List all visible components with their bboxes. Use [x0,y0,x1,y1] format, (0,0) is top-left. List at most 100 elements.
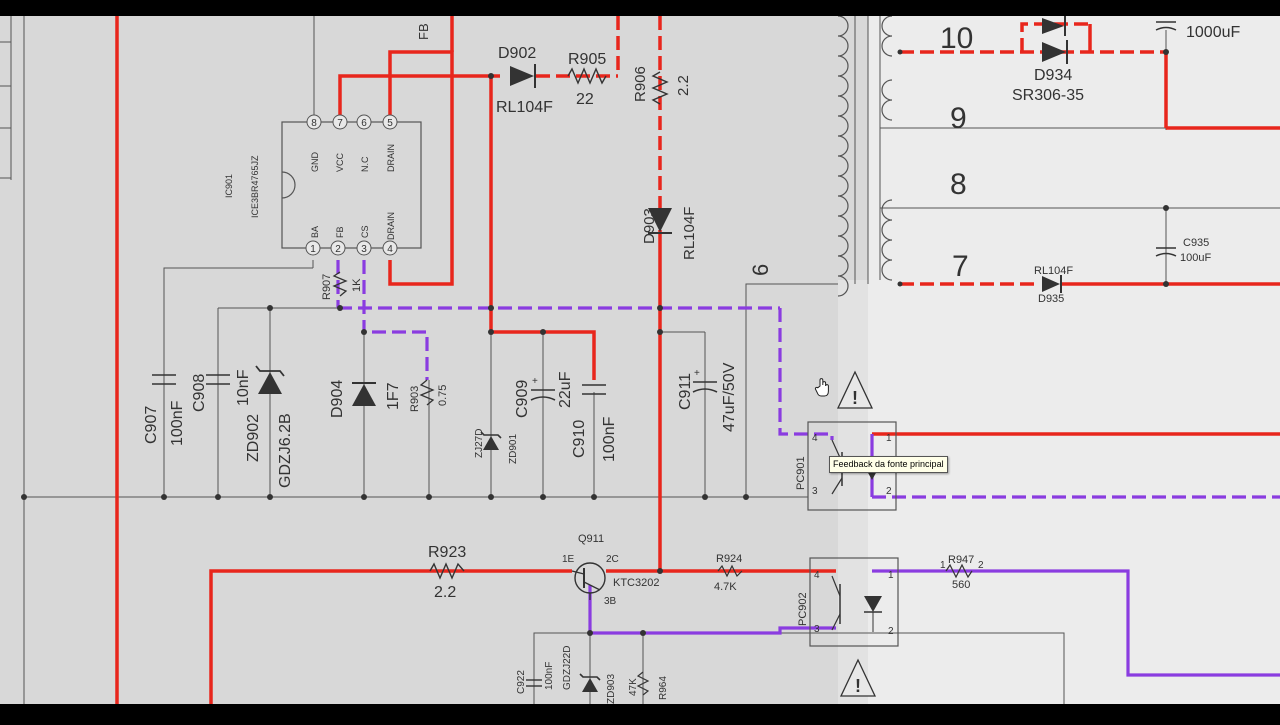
pc902-pin-3: 3 [814,624,820,635]
ic-ref: IC901 [224,174,234,198]
pc901-pin-1: 1 [886,433,892,444]
c922-ref: C922 [516,670,527,694]
c909-plus-sign: + [532,376,538,387]
power-traces-dashed [536,16,1166,286]
ic-pin-name-vcc: VCC [335,152,345,172]
r907-ref: R907 [321,274,333,300]
warning-icon: ! [839,658,877,697]
zener-zd902: ZD902 GDZJ6.2B [245,365,294,488]
warning-icon: ! [836,370,874,409]
resistor-r907: R907 1K [321,271,363,300]
ic-pin-name-drain-top: DRAIN [386,144,396,172]
ic-pin-name-fb: FB [335,226,345,238]
optocoupler-pc902: 4 3 1 2 PC902 [797,557,899,647]
r924-ref: R924 [716,553,742,565]
r947-ref: R947 [948,554,974,566]
q911-ref: Q911 [578,533,604,545]
ic-pin-8: 8 [311,118,317,129]
ic-pin-name-gnd: GND [310,152,320,173]
resistor-r923: R923 2.2 [428,544,466,601]
c910-value: 100nF [601,416,618,462]
pc902-pin-1: 1 [888,570,894,581]
c-top-value: 1000uF [1186,24,1240,41]
capacitor-c910: C910 100nF [571,384,618,462]
d935-ref: D935 [1038,293,1064,305]
d902-ref: D902 [498,45,536,62]
d934-value: SR306-35 [1012,87,1084,104]
c922-value: 100nF [544,662,555,690]
c911-value: 47uF/50V [721,362,738,432]
c907-value: 100nF [169,400,186,446]
resistor-r905: R905 22 [567,51,607,108]
resistor-r924: R924 4.7K [714,553,743,593]
r903-value: 0.75 [437,385,449,406]
diode-d903: D903 RL104F [641,207,698,260]
diode-d935: RL104F D935 [1034,265,1073,305]
resistor-r906: R906 2.2 [632,66,692,105]
ic-pin-name-cs: CS [360,225,370,238]
svg-text:!: ! [855,676,861,696]
r905-value: 22 [576,91,594,108]
q911-pin-e: 1E [562,554,575,565]
d903-value: RL104F [681,207,698,260]
r964-value: 47K [628,678,639,696]
c908-ref: C908 [191,374,208,412]
d902-value: RL104F [496,99,553,116]
r903-ref: R903 [409,386,421,412]
r905-ref: R905 [568,51,606,68]
capacitor-c911: + C911 47uF/50V [677,362,738,432]
c911-ref: C911 [677,373,694,410]
pc901-ref: PC901 [795,456,807,490]
zd901-ref: ZD901 [508,434,519,464]
pc901-pin-2: 2 [886,486,892,497]
pc902-ref: PC902 [797,592,809,626]
capacitor-c909: + C909 22uF [514,371,574,418]
c908-value: 10nF [235,369,252,406]
transformer-pin-6: 6 [748,264,773,276]
ic-pin-1: 1 [310,244,316,255]
q911-value: KTC3202 [613,577,659,589]
transistor-q911: Q911 1E 2C 3B KTC3202 [562,533,659,607]
r923-value: 2.2 [434,584,456,601]
r906-value: 2.2 [675,75,692,96]
tooltip: Feedback da fonte principal [829,456,948,473]
capacitor-c935: C935 100uF [1155,237,1211,264]
r947-value: 560 [952,579,970,591]
r947-pin-1: 1 [940,560,946,571]
ic-pin-7: 7 [337,118,343,129]
capacitor-c908: C908 10nF [191,369,252,412]
zd902-value: GDZJ6.2B [277,413,294,488]
transformer-pin-8: 8 [950,168,967,201]
c909-value: 22uF [557,371,574,408]
pc901-pin-4: 4 [812,433,818,444]
r923-ref: R923 [428,544,466,561]
c907-ref: C907 [143,406,160,444]
q911-pin-b: 3B [604,596,617,607]
d934-ref: D934 [1034,67,1072,84]
r906-ref: R906 [632,66,649,102]
ic-pin-name-nc: N.C [360,156,370,172]
capacitor-1000uf: 1000uF [1155,21,1240,41]
d904-value: 1F7 [385,382,402,410]
ic901: 8 7 6 5 1 2 3 4 GND VCC N.C DRAIN BA FB … [224,23,431,256]
zd901-value: ZJ27D [474,429,485,458]
ic-pin-name-drain-bottom: DRAIN [386,212,396,240]
ic-pin-6: 6 [361,118,367,129]
pc901-pin-3: 3 [812,486,818,497]
frame-border [0,16,25,704]
diode-d902: D902 RL104F [496,45,553,116]
transformer-pin-7: 7 [952,250,969,283]
ic-pin-5: 5 [387,118,393,129]
q911-pin-c: 2C [606,554,619,565]
transformer-winding [837,15,893,297]
zd903-ref: ZD903 [606,674,617,704]
capacitor-c922: C922 100nF [516,662,555,694]
resistor-r947: 1 R947 2 560 [940,554,984,591]
zd902-ref: ZD902 [245,414,262,462]
shaded-area [0,16,868,704]
d935-value: RL104F [1034,265,1073,277]
diode-d904: D904 1F7 [329,380,402,418]
pc902-pin-4: 4 [814,570,820,581]
